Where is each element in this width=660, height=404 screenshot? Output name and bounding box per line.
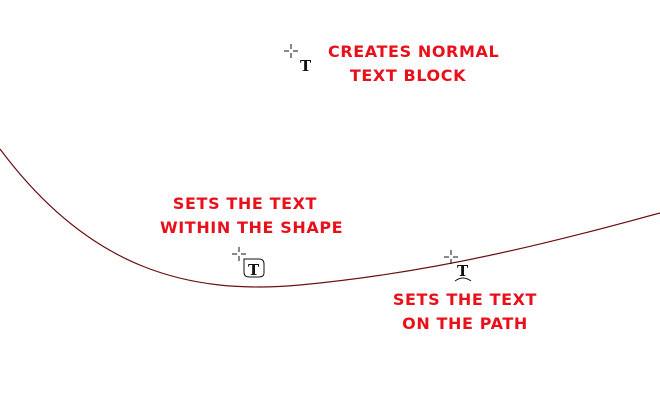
- annotation-normal-text: Creates normal text block: [328, 40, 500, 88]
- text-on-path-cursor-icon: T: [444, 250, 472, 282]
- annotation-path-line1: Sets the text: [392, 290, 538, 309]
- svg-text:T: T: [300, 57, 312, 75]
- annotation-path-text: Sets the text on the path: [390, 288, 540, 336]
- text-in-shape-cursor-icon: T: [232, 247, 265, 279]
- svg-text:T: T: [248, 261, 260, 279]
- text-cursor-icon: T: [284, 44, 312, 75]
- annotation-normal-line1: Creates normal: [328, 42, 500, 61]
- annotation-shape-line2: within the shape: [160, 218, 344, 237]
- annotation-path-line2: on the path: [402, 314, 528, 333]
- annotation-shape-text: Sets the text within the shape: [160, 192, 344, 240]
- annotation-normal-line2: text block: [349, 66, 467, 85]
- svg-text:T: T: [457, 262, 469, 280]
- annotation-shape-line1: Sets the text: [172, 194, 318, 213]
